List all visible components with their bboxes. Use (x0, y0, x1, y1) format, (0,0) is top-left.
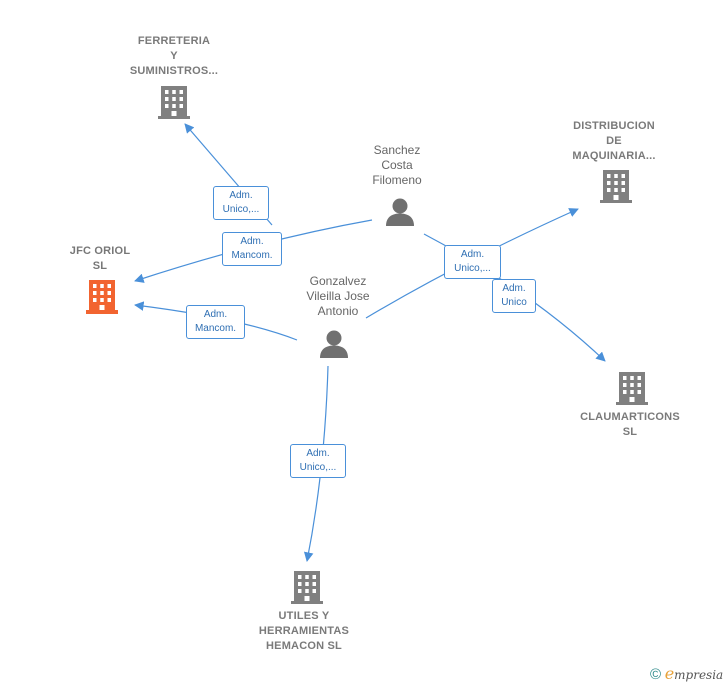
copyright-symbol: © (650, 666, 662, 683)
brand-logo-e: e (664, 664, 675, 683)
company-label-utiles[interactable]: UTILES Y HERRAMIENTAS HEMACON SL (258, 610, 350, 652)
building-icon[interactable] (291, 571, 323, 604)
brand-logo: © empresia (650, 664, 723, 683)
company-label-distribucion[interactable]: DISTRIBUCION DE MAQUINARIA... (572, 120, 656, 162)
company-label-ferreteria[interactable]: FERRETERIA Y SUMINISTROS... (129, 35, 219, 77)
edge-label-utiles[interactable]: Adm. Unico,... (290, 444, 346, 478)
edge-label-distribucion[interactable]: Adm. Unico,... (444, 245, 501, 279)
person-label-sanchez[interactable]: Sanchez Costa Filomeno (372, 143, 422, 187)
building-icon[interactable] (86, 280, 118, 314)
edge-label-jfc-gonzalvez[interactable]: Adm. Mancom. (186, 305, 245, 339)
building-icon[interactable] (158, 86, 190, 119)
building-icon[interactable] (616, 372, 648, 405)
edge-label-ferreteria[interactable]: Adm. Unico,... (213, 186, 269, 220)
person-label-gonzalvez[interactable]: Gonzalvez Vileilla Jose Antonio (306, 274, 370, 318)
company-label-claumarticons[interactable]: CLAUMARTICONS SL (580, 411, 680, 438)
person-icon[interactable] (385, 198, 415, 226)
brand-logo-text: mpresia (674, 668, 724, 682)
person-icon[interactable] (319, 330, 349, 358)
edge-label-claumarticons[interactable]: Adm. Unico (492, 279, 536, 313)
company-label-jfc-oriol[interactable]: JFC ORIOL SL (69, 245, 131, 272)
building-icon[interactable] (600, 170, 632, 203)
edge-label-jfc-sanchez[interactable]: Adm. Mancom. (222, 232, 282, 266)
